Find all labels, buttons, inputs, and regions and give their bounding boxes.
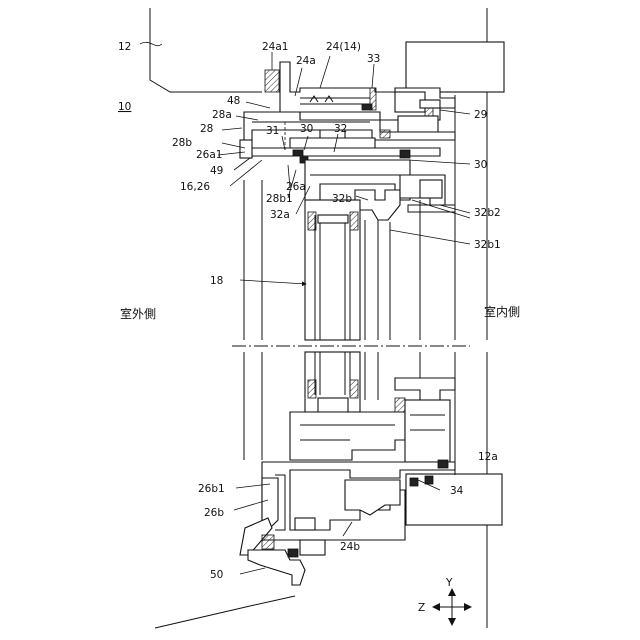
label-24-14: 24(14) [326, 41, 361, 53]
label-30-top: 30 [300, 123, 313, 135]
label-28a: 28a [212, 109, 232, 121]
label-16-26: 16,26 [180, 181, 210, 193]
label-10: 10 [118, 101, 131, 113]
label-28: 28 [200, 123, 213, 135]
label-32b1: 32b1 [474, 239, 501, 251]
y-axis-arrow-icon [448, 588, 456, 596]
label-26b1: 26b1 [198, 483, 225, 495]
label-32b: 32b [332, 193, 352, 205]
label-26a1: 26a1 [196, 149, 222, 161]
axis-z-label: Z [418, 602, 425, 614]
label-outdoor-side: 室外側 [120, 306, 156, 321]
label-50: 50 [210, 569, 223, 581]
label-32b2: 32b2 [474, 207, 501, 219]
label-26a: 26a [286, 181, 306, 193]
label-48: 48 [227, 95, 240, 107]
z-axis-arrow-icon [432, 603, 440, 611]
label-34: 34 [450, 485, 464, 497]
label-24a-top: 24a [296, 55, 316, 67]
label-12: 12 [118, 41, 131, 53]
label-49: 49 [210, 165, 223, 177]
label-31: 31 [266, 125, 279, 137]
label-28b: 28b [172, 137, 192, 149]
label-28b1: 28b1 [266, 193, 293, 205]
label-30-right: 30 [474, 159, 487, 171]
axis-y-label: Y [445, 577, 453, 589]
label-26b: 26b [204, 507, 224, 519]
label-33: 33 [367, 53, 380, 65]
label-29: 29 [474, 109, 487, 121]
label-32: 32 [334, 123, 347, 135]
label-indoor-side: 室内側 [484, 304, 520, 319]
axis-indicator: Y Z [418, 577, 472, 626]
label-24b: 24b [340, 541, 360, 553]
label-32a: 32a [270, 209, 290, 221]
glazing-unit [305, 200, 390, 412]
label-24a1: 24a1 [262, 41, 288, 53]
label-12a: 12a [478, 451, 498, 463]
label-18: 18 [210, 275, 223, 287]
